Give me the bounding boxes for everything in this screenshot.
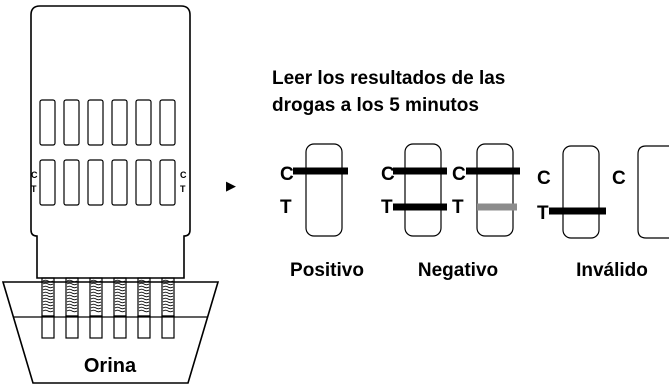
negativo-strip-2 — [476, 143, 514, 237]
lower-window-row — [39, 159, 176, 206]
result-positivo: C T Positivo — [280, 143, 364, 281]
dip-strip — [113, 277, 127, 339]
positivo-strip — [305, 143, 343, 237]
instruction-line-1: Leer los resultados de las — [272, 68, 505, 89]
dip-strip — [161, 277, 175, 339]
invalido-c1-label: C — [537, 168, 551, 189]
instruction-line-2: drogas a los 5 minutos — [272, 95, 479, 116]
negativo-c1-label: C — [381, 164, 395, 185]
result-invalido: C T C Inválido — [537, 145, 669, 281]
negativo-c2-label: C — [452, 164, 466, 185]
cup-label: Orina — [84, 355, 137, 377]
test-card: C T C T — [30, 5, 191, 339]
invalido-strip-1 — [562, 145, 600, 239]
urine-cup: Orina — [1, 281, 220, 384]
device-left-c-label: C — [31, 170, 38, 180]
invalido-c2-label: C — [612, 168, 626, 189]
positivo-t-label: T — [280, 197, 292, 218]
invalido-strip-2 — [637, 145, 669, 239]
negativo-strip-1 — [404, 143, 442, 237]
negativo-label: Negativo — [418, 260, 498, 281]
dip-strip — [89, 277, 103, 339]
dip-strip — [65, 277, 79, 339]
upper-window-row — [39, 99, 176, 146]
device-right-c-label: C — [180, 170, 187, 180]
negativo-t2-label: T — [452, 197, 464, 218]
negativo-t1-label: T — [381, 197, 393, 218]
device-left-t-label: T — [31, 184, 37, 194]
dip-strip — [41, 277, 55, 339]
dip-strips — [41, 277, 175, 339]
invalido-label: Inválido — [576, 260, 648, 281]
result-negativo: C T C T Negativo — [381, 143, 520, 281]
positivo-c-label: C — [280, 164, 294, 185]
invalido-t1-label: T — [537, 203, 549, 224]
device-right-t-label: T — [180, 184, 186, 194]
positivo-label: Positivo — [290, 260, 364, 281]
arrow-icon: ▶ — [226, 179, 236, 194]
dip-strip — [137, 277, 151, 339]
